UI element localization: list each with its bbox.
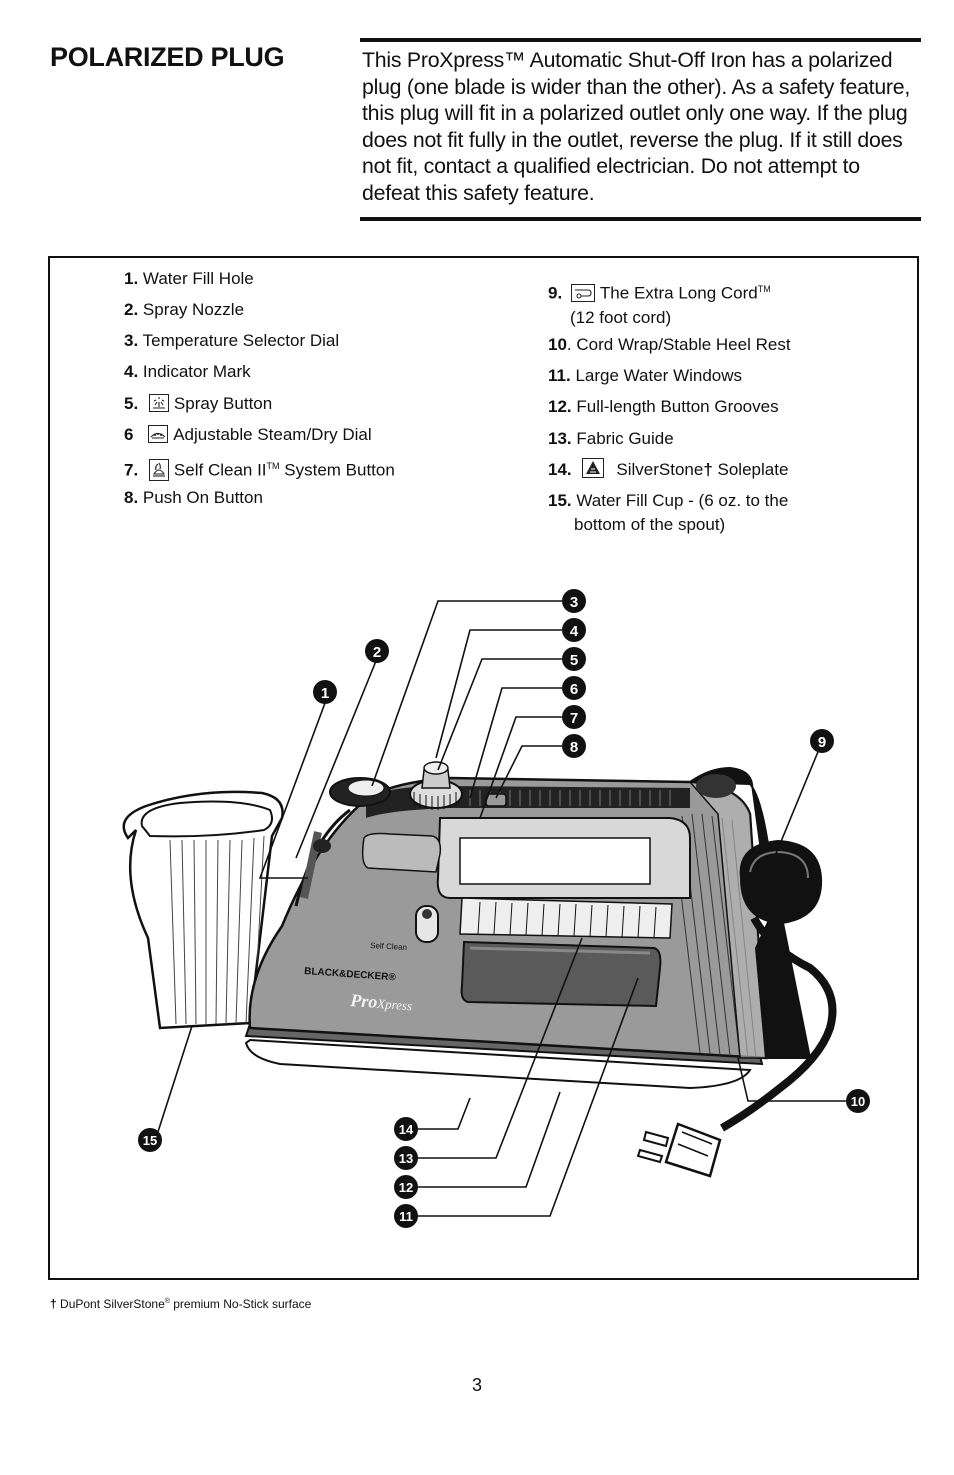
- part-item: 13. Fabric Guide: [548, 429, 674, 448]
- callout-5: 5: [562, 647, 586, 671]
- part-item: 7. Self Clean IITM System Button: [124, 458, 395, 481]
- soleplate-icon: [582, 458, 605, 478]
- svg-text:11: 11: [399, 1209, 413, 1224]
- iron-illustration: BLACK&DECKER® ProXpress Self Clean: [122, 589, 870, 1228]
- part-item: 5. Spray Button: [124, 394, 273, 413]
- svg-text:14: 14: [399, 1122, 414, 1137]
- section-title: POLARIZED PLUG: [50, 42, 285, 72]
- part-item: 4. Indicator Mark: [124, 362, 251, 381]
- spray-icon: [148, 394, 169, 412]
- svg-text:7: 7: [570, 710, 578, 727]
- svg-text:15: 15: [143, 1133, 157, 1148]
- part-item: 15. Water Fill Cup - (6 oz. to the botto…: [548, 491, 789, 534]
- svg-text:10: 10: [851, 1094, 865, 1109]
- part-item: 14. SilverStone† Soleplate: [548, 458, 789, 479]
- callout-14: 14: [394, 1117, 418, 1141]
- model-logo: ProXpress: [349, 990, 413, 1014]
- callout-13: 13: [394, 1146, 418, 1170]
- cord-icon: [570, 283, 595, 302]
- svg-text:8: 8: [570, 739, 578, 756]
- part-item: 1. Water Fill Hole: [124, 269, 254, 288]
- svg-text:1: 1: [321, 685, 329, 702]
- svg-text:9: 9: [818, 734, 826, 751]
- part-item: 11. Large Water Windows: [548, 366, 743, 385]
- notice-text: This ProXpress™ Automatic Shut-Off Iron …: [362, 48, 911, 205]
- polarized-plug-notice: This ProXpress™ Automatic Shut-Off Iron …: [360, 38, 921, 221]
- callout-6: 6: [562, 676, 586, 700]
- iron-body: BLACK&DECKER® ProXpress Self Clean: [244, 761, 837, 1178]
- svg-text:13: 13: [399, 1151, 413, 1166]
- callout-11: 11: [394, 1204, 418, 1228]
- svg-text:12: 12: [399, 1180, 413, 1195]
- svg-text:6: 6: [570, 681, 578, 698]
- callout-1: 1: [313, 680, 337, 704]
- part-item: 3. Temperature Selector Dial: [124, 331, 340, 350]
- parts-diagram-frame: 1. Water Fill Hole 2. Spray Nozzle 3. Te…: [48, 256, 919, 1280]
- self-clean-icon: [148, 458, 169, 481]
- callout-15: 15: [138, 1128, 162, 1152]
- callout-2: 2: [365, 639, 389, 663]
- part-item: 8. Push On Button: [124, 488, 263, 507]
- part-item: 10. Cord Wrap/Stable Heel Rest: [548, 335, 791, 354]
- part-item: 12. Full-length Button Grooves: [548, 397, 779, 416]
- callout-8: 8: [562, 734, 586, 758]
- part-item: 6 Adjustable Steam/Dry Dial: [124, 425, 372, 444]
- callout-7: 7: [562, 705, 586, 729]
- part-item: 2. Spray Nozzle: [124, 300, 245, 319]
- self-clean-label: Self Clean: [370, 941, 407, 952]
- svg-text:5: 5: [570, 652, 578, 669]
- svg-text:3: 3: [570, 594, 578, 611]
- svg-text:4: 4: [570, 623, 579, 640]
- callout-3: 3: [562, 589, 586, 613]
- part-item: 9. The Extra Long CordTM (12 foot cord): [548, 283, 771, 327]
- callout-9: 9: [810, 729, 834, 753]
- leader-lines: [155, 600, 846, 1217]
- polarized-plug: [636, 1122, 722, 1178]
- page-number: 3: [471, 1375, 482, 1395]
- steam-icon: [148, 425, 169, 443]
- callout-10: 10: [846, 1089, 870, 1113]
- footnote: † DuPont SilverStone® premium No-Stick s…: [50, 1297, 312, 1311]
- callout-12: 12: [394, 1175, 418, 1199]
- water-fill-cup: [122, 790, 284, 1030]
- callout-4: 4: [562, 618, 586, 642]
- svg-text:2: 2: [373, 644, 381, 661]
